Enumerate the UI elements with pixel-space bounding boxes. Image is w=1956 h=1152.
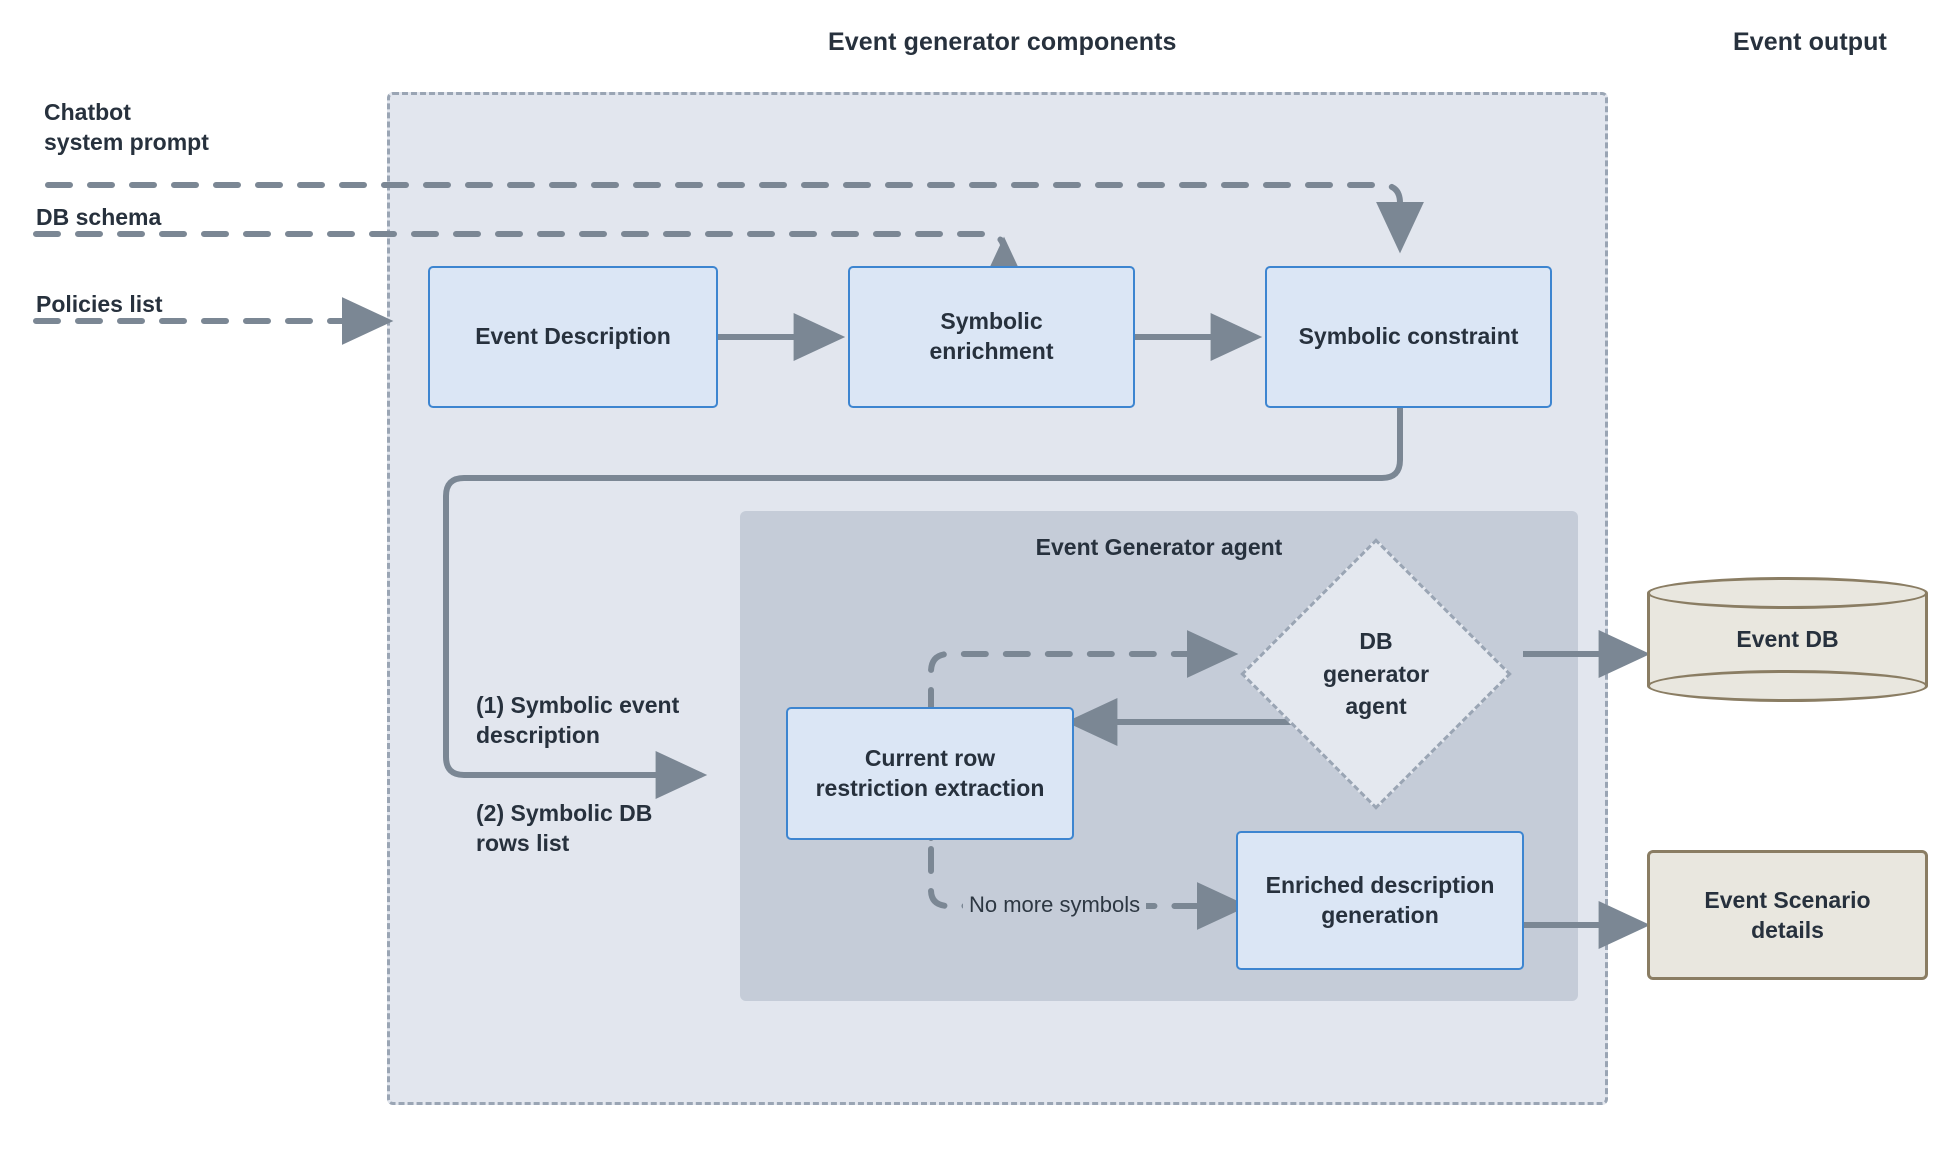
- edge-label-no-more-symbols: No more symbols: [963, 892, 1147, 918]
- header-event-generator-components: Event generator components: [828, 28, 1177, 56]
- node-symbolic-enrichment[interactable]: Symbolic enrichment: [848, 266, 1135, 408]
- output-event-db[interactable]: Event DB: [1647, 577, 1928, 702]
- agent-panel-title: Event Generator agent: [1035, 534, 1283, 560]
- header-event-output: Event output: [1733, 28, 1887, 56]
- node-event-description[interactable]: Event Description: [428, 266, 718, 408]
- node-enriched-description-generation[interactable]: Enriched description generation: [1236, 831, 1524, 970]
- cylinder-top-ellipse: [1647, 577, 1928, 609]
- node-db-generator-agent: DB generator agent: [1322, 628, 1430, 720]
- flow-note-symbolic-db-rows-list: (2) Symbolic DB rows list: [476, 800, 653, 857]
- input-label-db-schema: DB schema: [36, 204, 162, 230]
- input-label-chatbot-system-prompt: Chatbot system prompt: [44, 99, 209, 155]
- node-symbolic-constraint[interactable]: Symbolic constraint: [1265, 266, 1552, 408]
- output-event-scenario-details[interactable]: Event Scenario details: [1647, 850, 1928, 980]
- output-event-db-label: Event DB: [1736, 626, 1839, 652]
- flow-note-symbolic-event-description: (1) Symbolic event description: [476, 692, 680, 749]
- cylinder-bottom-ellipse: [1647, 670, 1928, 702]
- input-label-policies-list: Policies list: [36, 291, 163, 317]
- node-current-row-restriction-extraction[interactable]: Current row restriction extraction: [786, 707, 1074, 840]
